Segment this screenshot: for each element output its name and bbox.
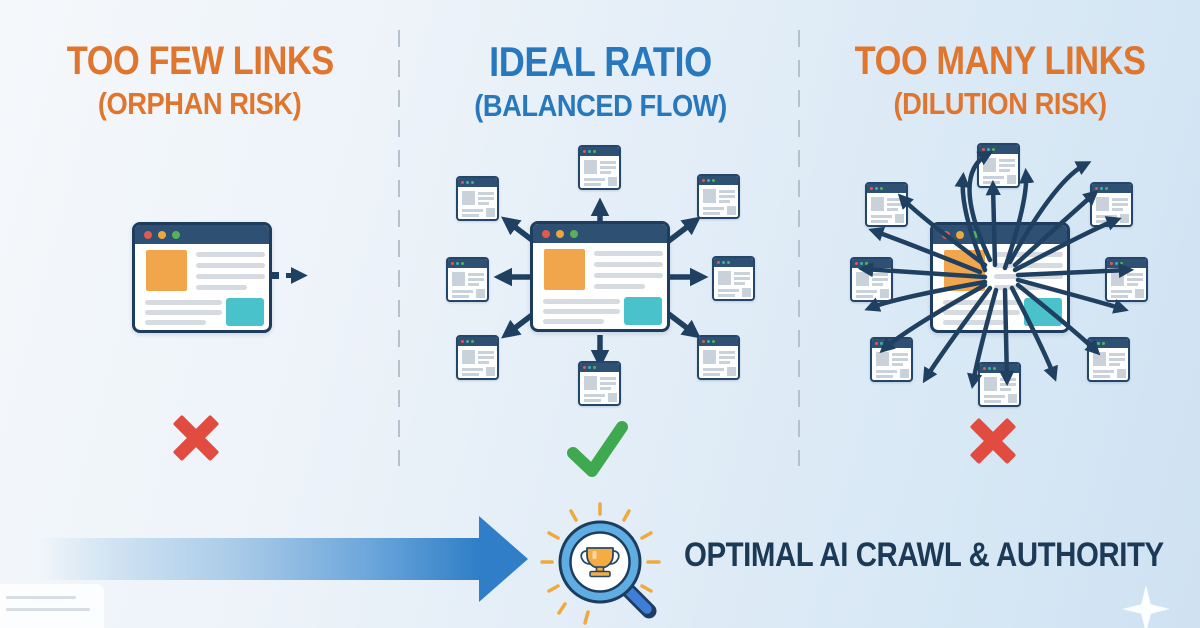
- panel-heading-ideal: IDEAL RATIO (BALANCED FLOW): [400, 38, 800, 124]
- page-icon: [456, 335, 499, 380]
- balanced-link-arrows: [493, 197, 709, 369]
- panel-title: TOO MANY LINKS: [854, 39, 1146, 83]
- page-icon: [446, 257, 489, 302]
- check-icon: [567, 421, 628, 477]
- sparkle-icon: [1122, 585, 1170, 628]
- panel-heading-too-many: TOO MANY LINKS (DILUTION RISK): [800, 40, 1200, 119]
- page-icon: [456, 176, 499, 221]
- page-icon: [578, 145, 621, 190]
- panel-subtitle: (BALANCED FLOW): [473, 88, 727, 124]
- page-icon: [697, 174, 740, 219]
- panel-subtitle: (ORPHAN RISK): [98, 86, 302, 121]
- cross-icon: [969, 417, 1017, 465]
- browser-window-orphan: [132, 222, 272, 333]
- magnifier-trophy-icon: [540, 502, 661, 625]
- browser-window-balanced: [530, 221, 670, 332]
- page-icon: [712, 256, 755, 301]
- panel-title: IDEAL RATIO: [488, 38, 712, 85]
- flow-arrow-body: [38, 538, 480, 580]
- rays: [540, 502, 661, 625]
- panel-heading-too-few: TOO FEW LINKS (ORPHAN RISK): [0, 40, 400, 119]
- faded-page-ghost: [0, 584, 104, 628]
- trophy-icon: [580, 547, 620, 578]
- panel-subtitle: (DILUTION RISK): [893, 86, 1107, 121]
- panel-divider-left: [398, 30, 400, 466]
- panel-title: TOO FEW LINKS: [66, 39, 334, 83]
- page-icon: [697, 335, 740, 380]
- footer-label: OPTIMAL AI CRAWL & AUTHORITY: [684, 536, 1164, 574]
- single-link-arrow: [272, 266, 308, 285]
- flow-arrow-head: [479, 516, 528, 602]
- page-icon: [578, 361, 621, 406]
- cross-icon: [172, 414, 220, 462]
- chaotic-link-arrows: [857, 151, 1135, 390]
- panel-divider-right: [798, 30, 800, 466]
